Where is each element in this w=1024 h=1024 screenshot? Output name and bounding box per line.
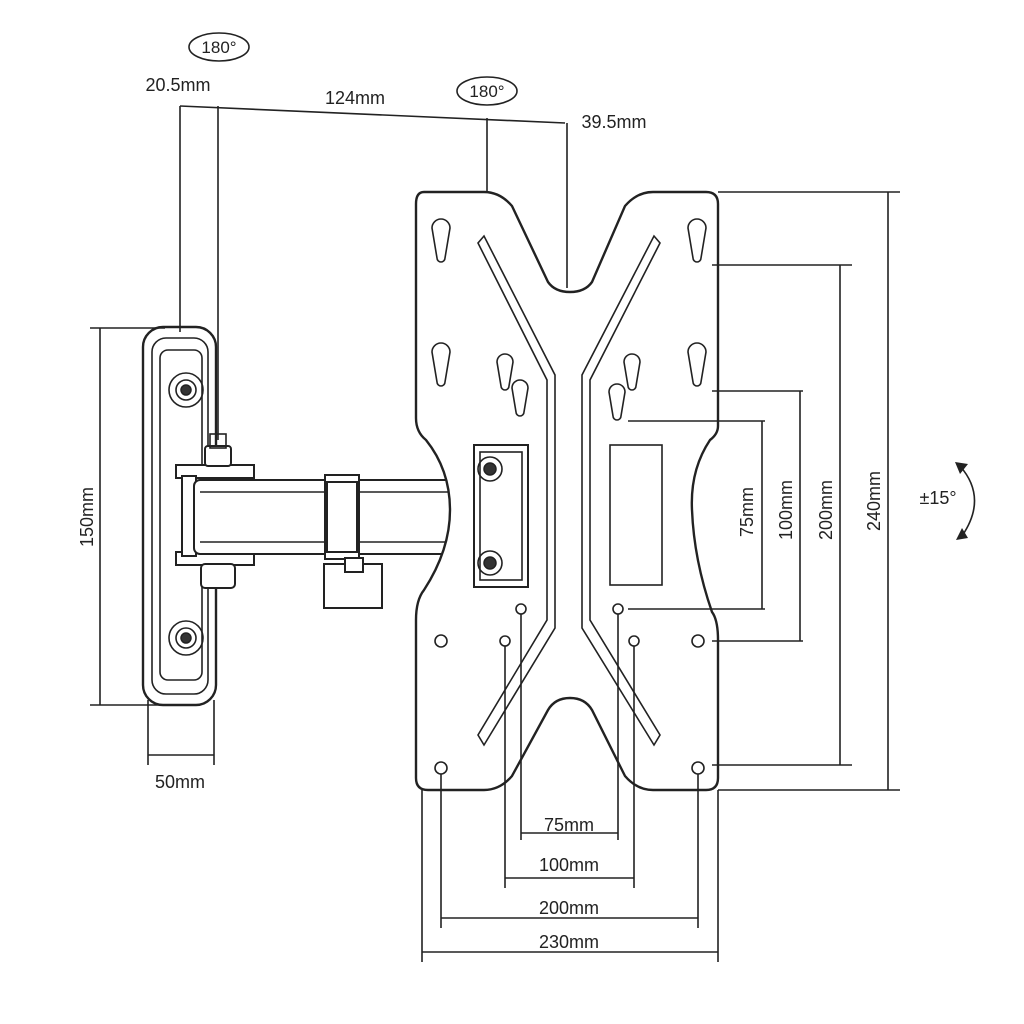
- horizontal-vesa-dimensions: [421, 614, 719, 962]
- vertical-vesa-dimensions: [628, 191, 900, 791]
- v240-label: 240mm: [864, 471, 884, 531]
- rotation-label-left: 180°: [201, 38, 236, 57]
- depth-wall-label: 20.5mm: [145, 75, 210, 95]
- wall-width-label: 50mm: [155, 772, 205, 792]
- depth-plate-label: 39.5mm: [581, 112, 646, 132]
- h230-label: 230mm: [539, 932, 599, 952]
- vesa-plate: [414, 190, 720, 792]
- h75-label: 75mm: [544, 815, 594, 835]
- plate-bolt-top: [477, 456, 503, 482]
- v75-label: 75mm: [737, 487, 757, 537]
- tilt-arrow-down-icon: [956, 528, 968, 540]
- tilt-arrow-up-icon: [955, 462, 968, 474]
- plate-bolt-bottom: [477, 550, 503, 576]
- swivel-arm: [175, 433, 457, 609]
- depth-arm-label: 124mm: [325, 88, 385, 108]
- wall-height-dimension: [90, 327, 165, 706]
- tilt-label: ±15°: [919, 488, 956, 508]
- v200-label: 200mm: [816, 480, 836, 540]
- wall-bolt-top: [168, 372, 204, 408]
- keyhole-slots: [431, 218, 707, 421]
- h200-label: 200mm: [539, 898, 599, 918]
- rotation-marker-center: 180°: [456, 76, 518, 106]
- rotation-label-center: 180°: [469, 82, 504, 101]
- h100-label: 100mm: [539, 855, 599, 875]
- wall-bolt-bottom: [168, 620, 204, 656]
- wall-height-label: 150mm: [77, 487, 97, 547]
- v100-label: 100mm: [776, 480, 796, 540]
- rotation-marker-left: 180°: [188, 32, 250, 62]
- depth-dimension-lines: [179, 105, 568, 440]
- wall-width-dimension: [147, 700, 215, 765]
- tilt-indicator: ±15°: [919, 462, 976, 540]
